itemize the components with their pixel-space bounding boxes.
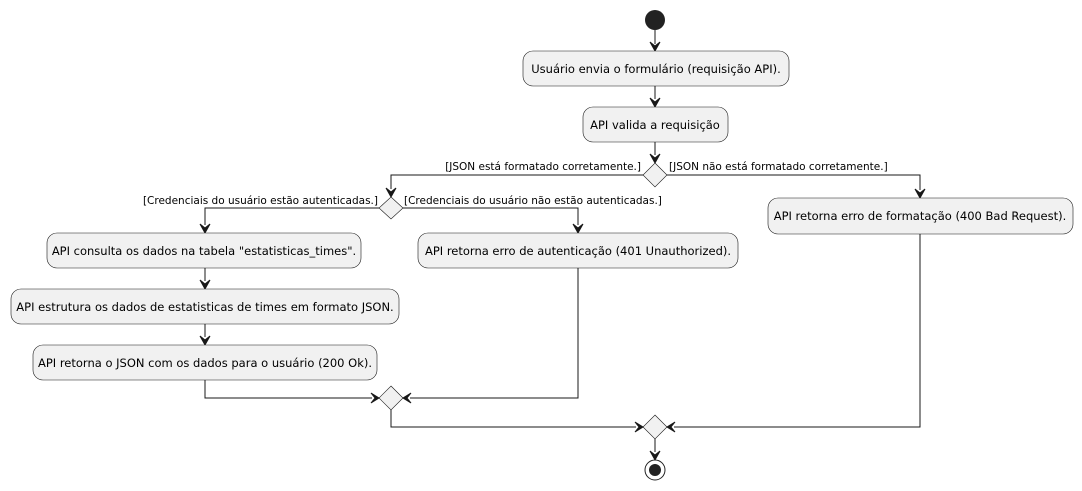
arrowhead (914, 188, 926, 200)
node-label: API valida a requisição (590, 118, 720, 132)
node-label: API retorna o JSON com os dados para o u… (38, 356, 372, 370)
edge-auth-error-to-merge (410, 268, 579, 399)
arrowhead (649, 153, 661, 165)
node-query-data: API consulta os dados na tabela "estatis… (46, 232, 362, 269)
node-format-error: API retorna erro de formatação (400 Bad … (767, 197, 1074, 235)
arrowhead (370, 392, 380, 404)
edge-json-bad (667, 174, 921, 190)
edge-json-ok (390, 174, 643, 189)
arrowhead (199, 279, 211, 291)
node-label: API retorna erro de autenticação (401 Un… (425, 244, 731, 258)
arrowhead (649, 41, 661, 53)
start-node (645, 10, 665, 30)
edge-auth-ok (204, 207, 379, 225)
node-structure-json: API estrutura os dados de estatisticas d… (10, 288, 400, 325)
arrowhead (199, 335, 211, 347)
merge-auth (378, 385, 404, 411)
node-auth-error: API retorna erro de autenticação (401 Un… (417, 232, 739, 269)
guard-json-ok: [JSON está formatado corretamente.] (445, 161, 641, 173)
edge-return-to-merge (204, 380, 372, 399)
end-node (644, 459, 666, 481)
edge-auth-bad (403, 207, 579, 225)
edge-merge-to-final-merge (390, 410, 636, 428)
arrowhead (649, 450, 661, 462)
guard-auth-ok: [Credenciais do usuário estão autenticad… (143, 195, 378, 207)
node-submit-form: Usuário envia o formulário (requisição A… (522, 50, 790, 87)
node-label: API estrutura os dados de estatisticas d… (16, 300, 393, 314)
node-label: API retorna erro de formatação (400 Bad … (774, 209, 1067, 223)
edge-format-error-to-final-merge (674, 234, 921, 428)
decision-json-format (642, 162, 668, 188)
node-validate-request: API valida a requisição (582, 106, 729, 143)
guard-json-bad: [JSON não está formatado corretamente.] (669, 161, 888, 173)
node-label: Usuário envia o formulário (requisição A… (531, 62, 780, 76)
arrowhead (634, 421, 644, 433)
node-return-json: API retorna o JSON com os dados para o u… (32, 344, 378, 381)
arrowhead (649, 97, 661, 109)
arrowhead (572, 223, 584, 235)
arrowhead (385, 187, 397, 199)
guard-auth-bad: [Credenciais do usuário não estão autent… (404, 195, 662, 207)
arrowhead (666, 421, 676, 433)
arrowhead (199, 223, 211, 235)
arrowhead (402, 392, 412, 404)
node-label: API consulta os dados na tabela "estatis… (52, 244, 356, 258)
merge-final (642, 414, 668, 440)
decision-auth (378, 196, 404, 220)
